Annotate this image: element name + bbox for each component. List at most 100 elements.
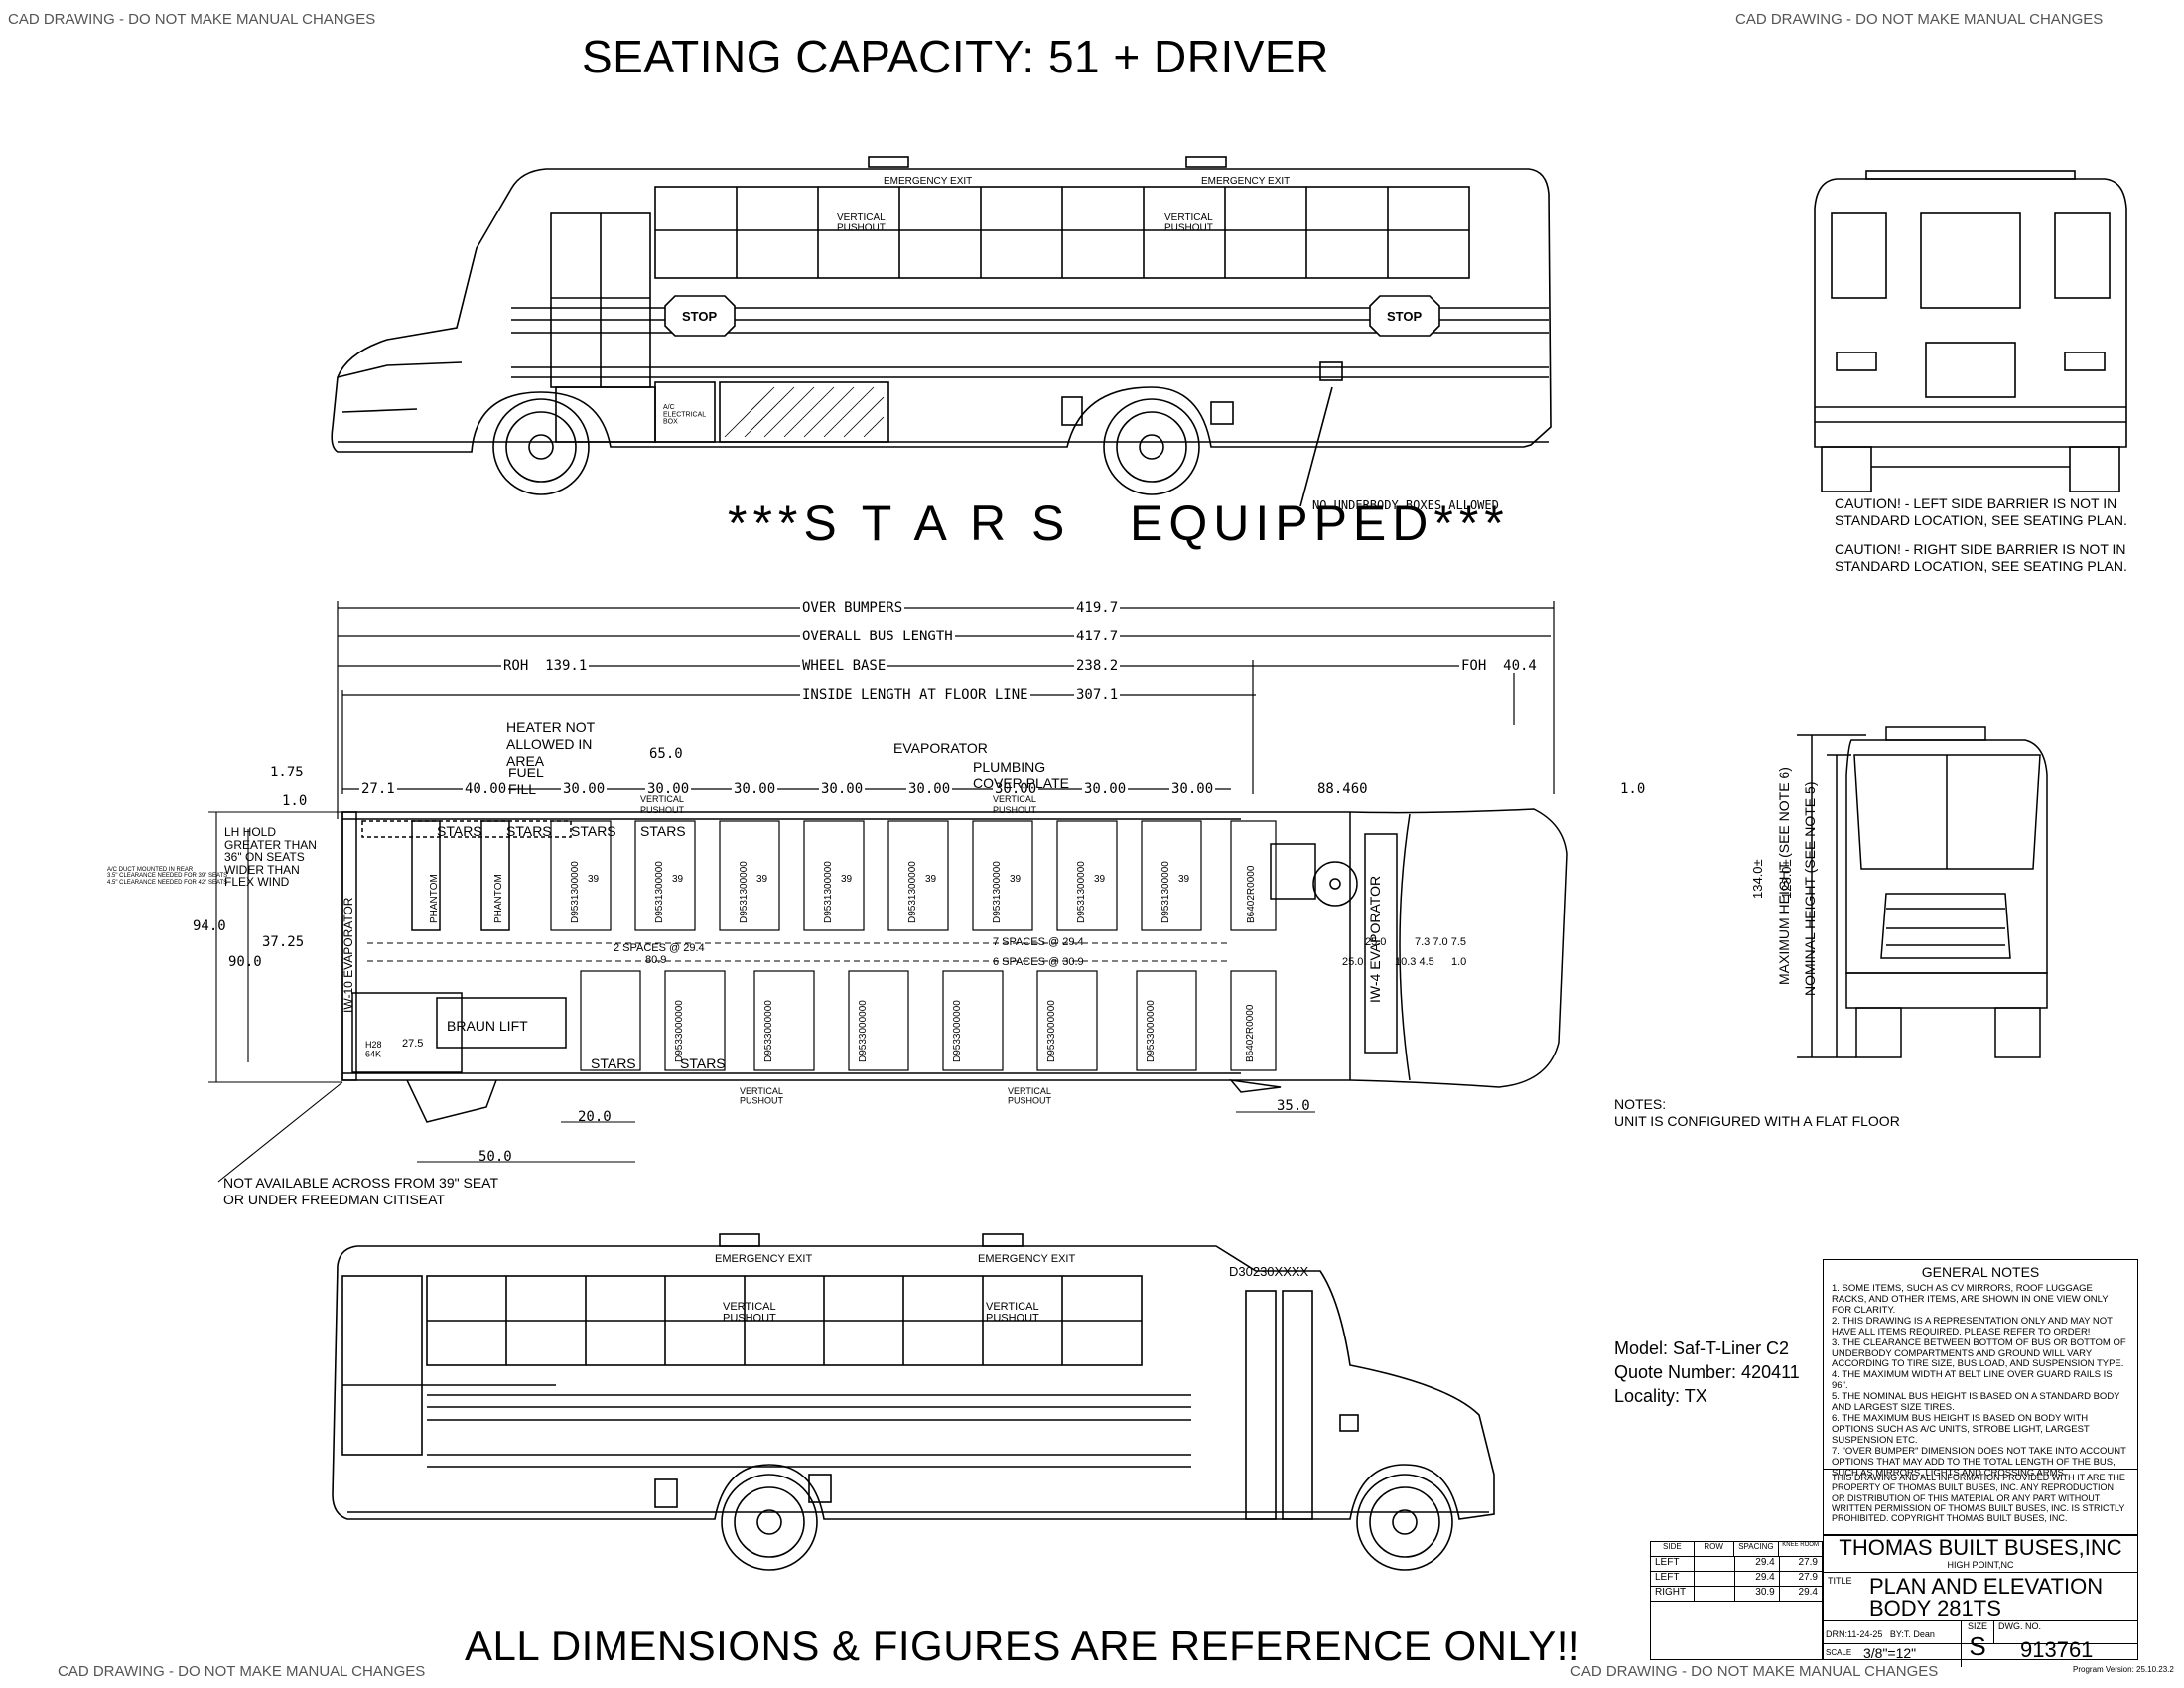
notes-flat-floor: NOTES: UNIT IS CONFIGURED WITH A FLAT FL… <box>1614 1096 1900 1129</box>
dim-1-0-front: 1.0 <box>1618 781 1648 797</box>
seat-part-number: D9531300000 <box>654 861 665 923</box>
max-height-value: 134.0± <box>1750 859 1765 899</box>
dim-30-00: 30.00 <box>1169 781 1216 797</box>
seat-width-label: 39 <box>1010 874 1022 885</box>
spacing-cell: 29.4 <box>1778 1587 1822 1601</box>
dim-20-0: 20.0 <box>576 1109 614 1125</box>
cad-banner-top-left: CAD DRAWING - DO NOT MAKE MANUAL CHANGES <box>8 11 376 28</box>
cad-banner-bottom-left: CAD DRAWING - DO NOT MAKE MANUAL CHANGES <box>58 1663 426 1680</box>
title-block: THOMAS BUILT BUSES,INC HIGH POINT,NC TIT… <box>1823 1535 2138 1667</box>
seat-width-label: 39 <box>1094 874 1106 885</box>
spacing-cell <box>1694 1587 1733 1601</box>
title-block-title: TITLE PLAN AND ELEVATION BODY 281TS <box>1824 1573 2137 1621</box>
general-notes-box: GENERAL NOTES 1. SOME ITEMS, SUCH AS CV … <box>1823 1259 2138 1478</box>
scale-value: 3/8"=12" <box>1863 1645 1917 1661</box>
company-name: THOMAS BUILT BUSES,INC <box>1839 1535 2122 1560</box>
seat-part-number: D9531300000 <box>992 861 1003 923</box>
seating-capacity-title: SEATING CAPACITY: 51 + DRIVER <box>582 31 1329 82</box>
seat-width-label: 39 <box>925 874 937 885</box>
dim-30-00: 30.00 <box>819 781 866 797</box>
stars-barrier-label: STARS <box>640 823 686 839</box>
dim-1-0-rear: 1.0 <box>280 793 310 809</box>
lh-hold-note: LH HOLD GREATER THAN 36" ON SEATS WIDER … <box>224 825 317 890</box>
drawing-title-1: PLAN AND ELEVATION <box>1869 1574 2104 1599</box>
plumbing-cover-label: PLUMBING COVER PLATE <box>973 759 1069 791</box>
seat-part-number: B6402R0000 <box>1246 865 1257 923</box>
dim-27-5: 27.5 <box>402 1038 423 1050</box>
dim-over-bumpers-value: 419.7 <box>1074 600 1121 616</box>
table-row: LEFT 29.4 27.9 <box>1651 1557 1822 1572</box>
dim-front-offsets: 10.3 4.5 <box>1395 956 1434 968</box>
seat-width-label: 39 <box>756 874 768 885</box>
dwg-no-label: DWG. NO. <box>1993 1621 2137 1643</box>
seat-spacing-label: 2 SPACES @ 29.4 <box>614 942 705 954</box>
spacing-header-side: SIDE <box>1663 1542 1682 1551</box>
stars-barrier-label: STARS <box>680 1055 726 1071</box>
sheet-size: S <box>1961 1629 1993 1667</box>
general-note-item: 4. THE MAXIMUM WIDTH AT BELT LINE OVER G… <box>1832 1369 2113 1392</box>
evaporator-rear-label: IW-10 EVAPORATOR <box>341 897 355 1013</box>
no-underbody-label: NO UNDERBODY BOXES ALLOWED <box>1312 498 1499 512</box>
general-note-item: 6. THE MAXIMUM BUS HEIGHT IS BASED ON BO… <box>1832 1413 2090 1446</box>
emergency-exit-label: EMERGENCY EXIT <box>978 1253 1075 1265</box>
dim-27-1: 27.1 <box>359 781 397 797</box>
locality-label: Locality: TX <box>1614 1386 1707 1406</box>
spacing-cell: 27.9 <box>1778 1572 1822 1586</box>
spacing-header-knee: KNEE ROOM <box>1778 1542 1822 1556</box>
dim-40-00: 40.00 <box>463 781 509 797</box>
dim-37-25: 37.25 <box>260 934 307 950</box>
dim-30-00: 30.00 <box>906 781 953 797</box>
dim-foh: FOH 40.4 <box>1459 658 1539 674</box>
general-note-item: 5. THE NOMINAL BUS HEIGHT IS BASED ON A … <box>1832 1391 2120 1414</box>
seat-part-number: D9533000000 <box>763 1000 774 1062</box>
evaporator-front-label: IW-4 EVAPORATOR <box>1367 876 1383 1003</box>
caution-right-barrier: CAUTION! - RIGHT SIDE BARRIER IS NOT IN … <box>1835 541 2127 574</box>
caution-left-barrier: CAUTION! - LEFT SIDE BARRIER IS NOT IN S… <box>1835 495 2127 528</box>
dim-50-0: 50.0 <box>477 1149 514 1165</box>
evaporator-label: EVAPORATOR <box>893 740 988 756</box>
vertical-pushout-label: VERTICAL PUSHOUT <box>993 794 1037 815</box>
title-block-company: THOMAS BUILT BUSES,INC HIGH POINT,NC <box>1824 1536 2137 1573</box>
general-note-item: 2. THIS DRAWING IS A REPRESENTATION ONLY… <box>1832 1315 2113 1337</box>
emergency-exit-label: EMERGENCY EXIT <box>1201 176 1290 187</box>
dim-30-00: 30.00 <box>732 781 778 797</box>
spacing-cell <box>1694 1572 1733 1586</box>
general-notes-list: 1. SOME ITEMS, SUCH AS CV MIRRORS, ROOF … <box>1832 1283 2129 1479</box>
dim-over-bumpers-label: OVER BUMPERS <box>800 600 905 616</box>
body-part-number: D30230XXXX <box>1229 1264 1309 1279</box>
spacing-table-header: SIDE ROW SPACING KNEE ROOM <box>1651 1542 1822 1557</box>
dim-88-460: 88.460 <box>1315 781 1370 797</box>
drawn-by: DRN:11-24-25 BY:T. Dean <box>1826 1629 1935 1639</box>
general-notes-title: GENERAL NOTES <box>1921 1264 2040 1280</box>
heater-not-allowed-note: HEATER NOT ALLOWED IN AREA <box>506 719 596 769</box>
table-row: RIGHT 30.9 29.4 <box>1651 1587 1822 1602</box>
dim-roh: ROH 139.1 <box>501 658 590 674</box>
dim-front-offsets: 7.3 7.0 7.5 <box>1415 936 1466 948</box>
spacing-cell <box>1694 1557 1733 1571</box>
braun-lift-label: BRAUN LIFT <box>447 1018 528 1034</box>
seat-part-number: D9533000000 <box>1046 1000 1057 1062</box>
seat-part-number: D9531300000 <box>907 861 918 923</box>
quote-number-label: Quote Number: 420411 <box>1614 1362 1800 1382</box>
spacing-table: SIDE ROW SPACING KNEE ROOM LEFT 29.4 27.… <box>1650 1541 1823 1660</box>
general-note-item: 3. THE CLEARANCE BETWEEN BOTTOM OF BUS O… <box>1832 1336 2126 1370</box>
dim-35-0: 35.0 <box>1275 1098 1312 1114</box>
seat-part-number: D9531300000 <box>823 861 834 923</box>
not-available-note: NOT AVAILABLE ACROSS FROM 39" SEAT OR UN… <box>223 1175 499 1207</box>
spacing-cell: RIGHT <box>1655 1587 1687 1598</box>
copyright-text: THIS DRAWING AND ALL INFORMATION PROVIDE… <box>1832 1473 2125 1524</box>
model-label: Model: Saf-T-Liner C2 <box>1614 1338 1790 1358</box>
dim-wheel-base-label: WHEEL BASE <box>800 658 888 674</box>
stop-sign-label: STOP <box>682 309 717 324</box>
phantom-label: PHANTOM <box>493 874 504 923</box>
ac-duct-note: A/C DUCT MOUNTED IN REAR 3.5" CLEARANCE … <box>107 867 228 886</box>
dim-65-0: 65.0 <box>647 746 685 762</box>
stars-barrier-label: STARS <box>437 823 482 839</box>
